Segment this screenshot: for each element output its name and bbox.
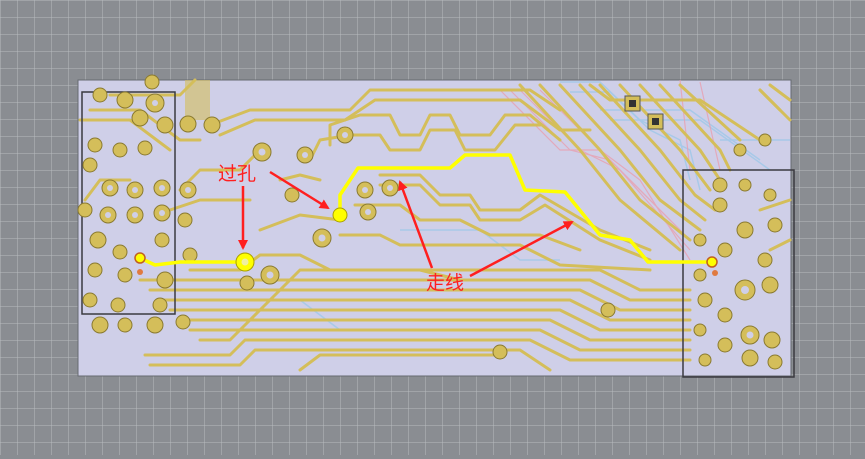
pad-holes [105,100,754,339]
annotation-arrows [238,170,574,278]
square-pads [624,95,664,130]
arrow-via-2 [269,170,330,210]
copper-pour [185,80,210,120]
left-component-outline [81,91,176,315]
trace-annotation-label: 走线 [426,272,465,294]
highlighted-trace [138,153,714,267]
right-component-outline [682,169,795,378]
arrow-trace-2 [469,220,574,278]
signal-traces [78,78,792,372]
arrow-trace-1 [398,180,434,269]
via-annotation-label: 过孔 [218,163,257,185]
highlighted-vias [134,207,718,276]
